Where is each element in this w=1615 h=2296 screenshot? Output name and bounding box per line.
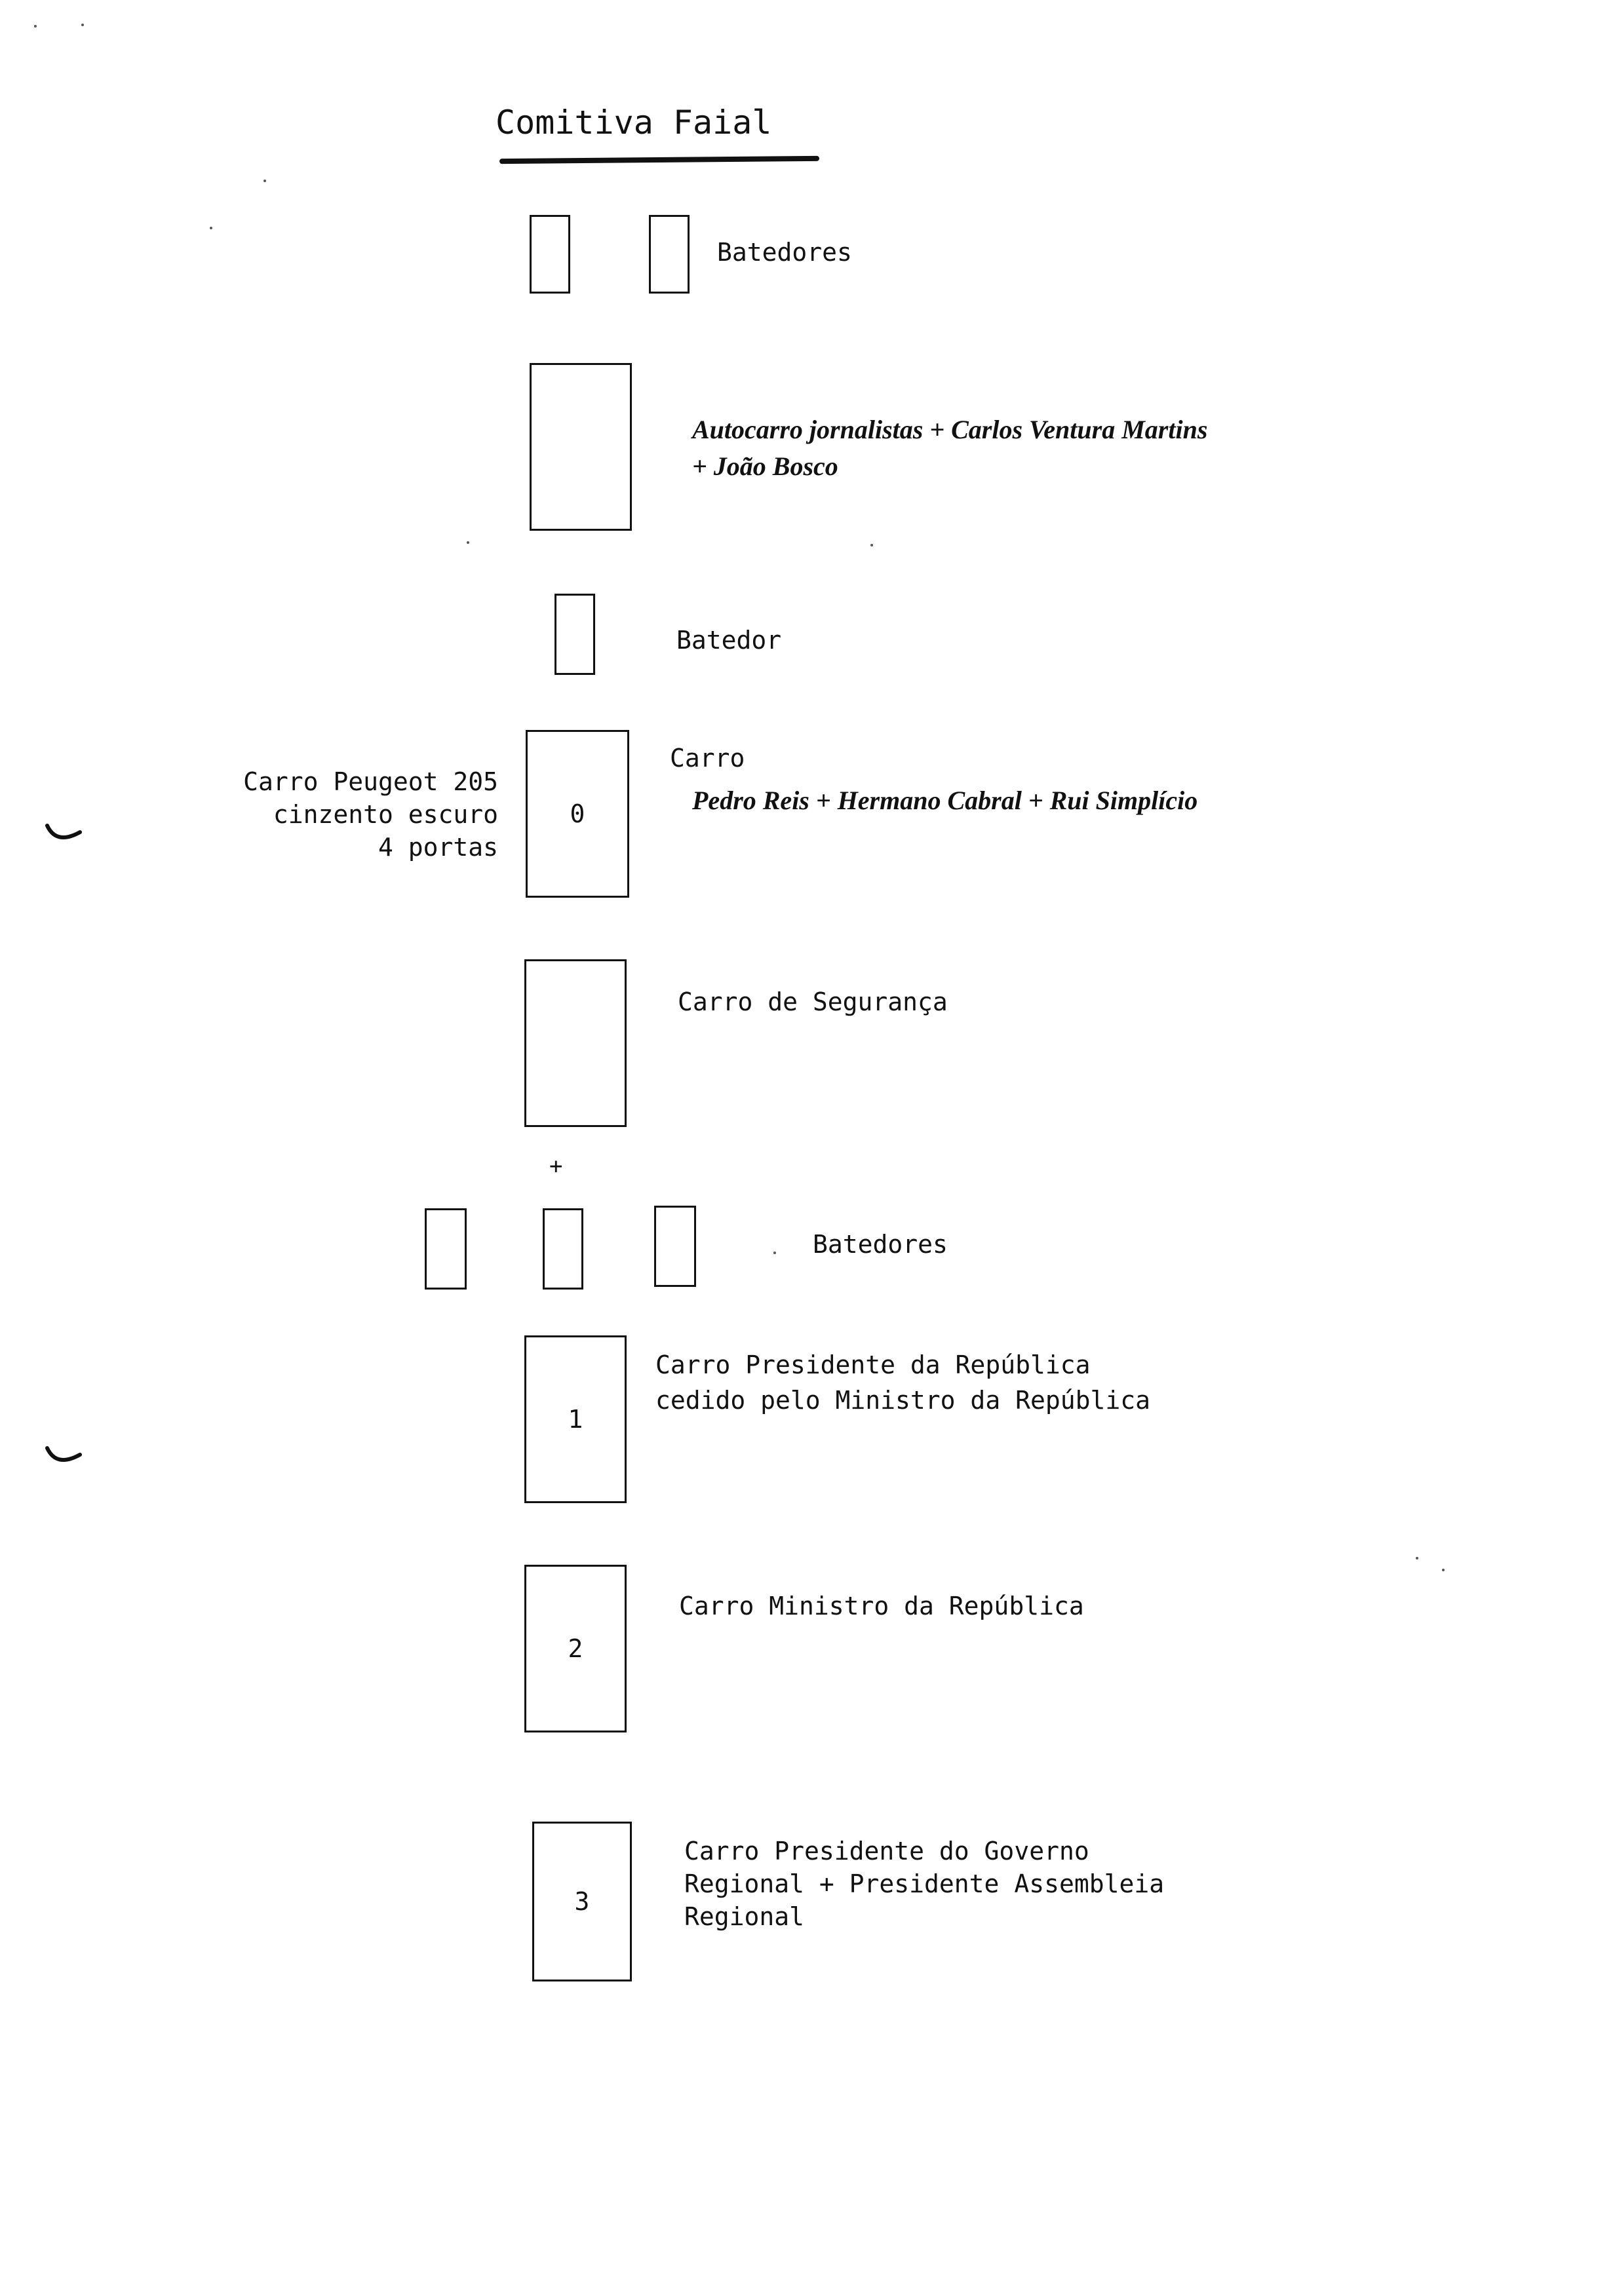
batedor-box-top-right (649, 215, 690, 294)
autocarro-label-line2: + João Bosco (692, 451, 838, 481)
side-note-line2: cinzento escuro (273, 800, 498, 829)
carro-3-label-line1: Carro Presidente do Governo (684, 1837, 1089, 1866)
carro-0-label: Carro (670, 744, 745, 773)
scan-speck (1416, 1557, 1418, 1559)
carro-0-number: 0 (570, 799, 585, 828)
autocarro-label-line1: Autocarro jornalistas + Carlos Ventura M… (692, 415, 1208, 444)
batedor-box-mid-left (425, 1208, 467, 1290)
autocarro-box (530, 363, 632, 531)
carro-3-box: 3 (532, 1822, 632, 1981)
scan-speck (467, 541, 469, 544)
side-note-line1: Carro Peugeot 205 (243, 767, 498, 796)
binder-hole-mark-lower (45, 1446, 82, 1462)
carro-1-box: 1 (524, 1335, 627, 1503)
carro-1-number: 1 (568, 1405, 583, 1434)
carro-2-box: 2 (524, 1565, 627, 1732)
batedores-mid-label: Batedores (813, 1230, 948, 1259)
carro-2-number: 2 (568, 1634, 583, 1663)
scan-speck (34, 25, 37, 28)
carro-3-number: 3 (574, 1887, 590, 1916)
page-title: Comitiva Faial (496, 104, 772, 142)
carro-seguranca-box (524, 959, 627, 1127)
carro-seguranca-label: Carro de Segurança (678, 987, 948, 1016)
scan-speck (210, 227, 212, 229)
batedor-box-single (555, 594, 595, 675)
batedor-label: Batedor (676, 626, 782, 655)
batedor-box-top-left (530, 215, 570, 294)
carro-0-passengers: Pedro Reis + Hermano Cabral + Rui Simplí… (692, 786, 1198, 815)
batedor-box-mid-center (543, 1208, 583, 1290)
batedores-top-label: Batedores (717, 238, 852, 267)
carro-1-label-line1: Carro Presidente da República (655, 1350, 1091, 1379)
title-underline (499, 155, 820, 164)
scan-speck (263, 180, 266, 182)
carro-1-label-line2: cedido pelo Ministro da República (655, 1386, 1150, 1415)
plus-mark: + (549, 1153, 563, 1179)
batedor-box-mid-right (654, 1206, 696, 1287)
carro-0-box: 0 (526, 730, 629, 898)
carro-0-side-note: Carro Peugeot 205 cinzento escuro 4 port… (197, 765, 498, 864)
scan-speck (870, 544, 873, 546)
scan-speck (81, 24, 84, 26)
side-note-line3: 4 portas (378, 833, 498, 862)
carro-3-label-line3: Regional (684, 1902, 805, 1931)
scan-speck (773, 1252, 776, 1254)
binder-hole-mark-upper (45, 824, 82, 839)
carro-3-label-line2: Regional + Presidente Assembleia (684, 1869, 1165, 1898)
carro-2-label: Carro Ministro da República (679, 1592, 1084, 1620)
scan-speck (1442, 1569, 1445, 1571)
